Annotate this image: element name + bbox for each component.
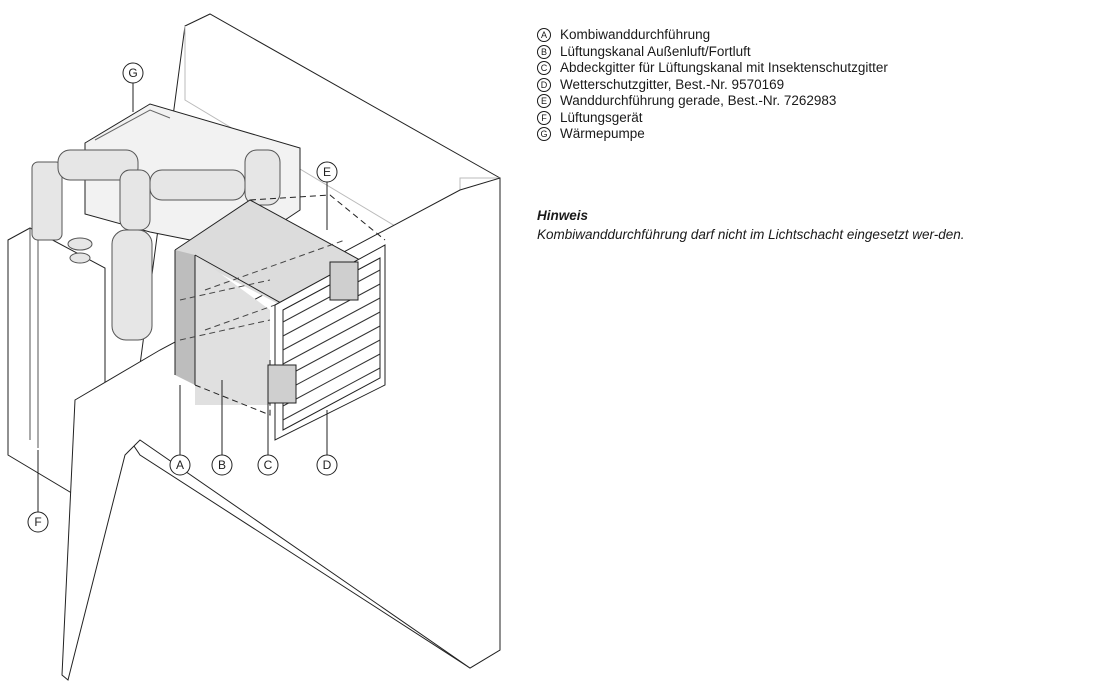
callout-a: A [169,454,191,476]
legend-badge: B [537,44,551,59]
legend-text: Kombiwanddurchführung [560,27,711,43]
callout-b: B [211,454,233,476]
legend-text: Wetterschutzgitter, Best.-Nr. 9570169 [560,76,785,92]
legend-text: Wanddurchführung gerade, Best.-Nr. 72629… [560,93,837,109]
note-text: Kombiwanddurchführung darf nicht im Lich… [537,227,965,242]
svg-text:A: A [176,458,184,472]
installation-diagram: G E A B C D F [7,13,501,681]
svg-text:G: G [128,66,137,80]
cover-grille [267,261,359,404]
legend-item-g: G Wärmepumpe [536,126,1086,143]
svg-text:C: C [264,458,273,472]
legend-badge: C [537,61,551,76]
svg-text:D: D [323,458,332,472]
legend-list: A Kombiwanddurchführung B Lüftungskanal … [536,27,1086,143]
legend-text: Wärmepumpe [560,126,645,142]
legend-text: Lüftungsgerät [560,109,643,125]
legend-text: Lüftungskanal Außenluft/Fortluft [560,43,751,59]
svg-text:E: E [323,165,331,179]
legend-item-c: C Abdeckgitter für Lüftungskanal mit Ins… [536,60,1086,77]
callout-e: E [316,161,338,183]
duct-shaft [175,200,360,310]
svg-text:B: B [218,458,226,472]
note-title: Hinweis [537,208,589,223]
duct-pipes [31,149,281,341]
callout-labels: G E A B C D F [27,62,338,533]
legend-text: Abdeckgitter für Lüftungskanal mit Insek… [560,60,888,76]
callout-g: G [122,62,144,84]
legend-item-a: A Kombiwanddurchführung [536,27,1086,44]
legend-item-d: D Wetterschutzgitter, Best.-Nr. 9570169 [536,77,1086,94]
callout-f: F [27,511,49,533]
note-box: Hinweis Kombiwanddurchführung darf nicht… [537,207,1077,244]
legend-item-e: E Wanddurchführung gerade, Best.-Nr. 726… [536,93,1086,110]
callout-d: D [316,454,338,476]
legend-badge: G [537,127,551,142]
legend-badge: F [537,110,551,125]
legend-item-f: F Lüftungsgerät [536,110,1086,127]
callout-c: C [257,454,279,476]
legend-badge: D [537,77,551,92]
legend-item-b: B Lüftungskanal Außenluft/Fortluft [536,44,1086,61]
legend-badge: A [537,28,551,43]
legend-badge: E [537,94,551,109]
svg-text:F: F [34,515,41,529]
